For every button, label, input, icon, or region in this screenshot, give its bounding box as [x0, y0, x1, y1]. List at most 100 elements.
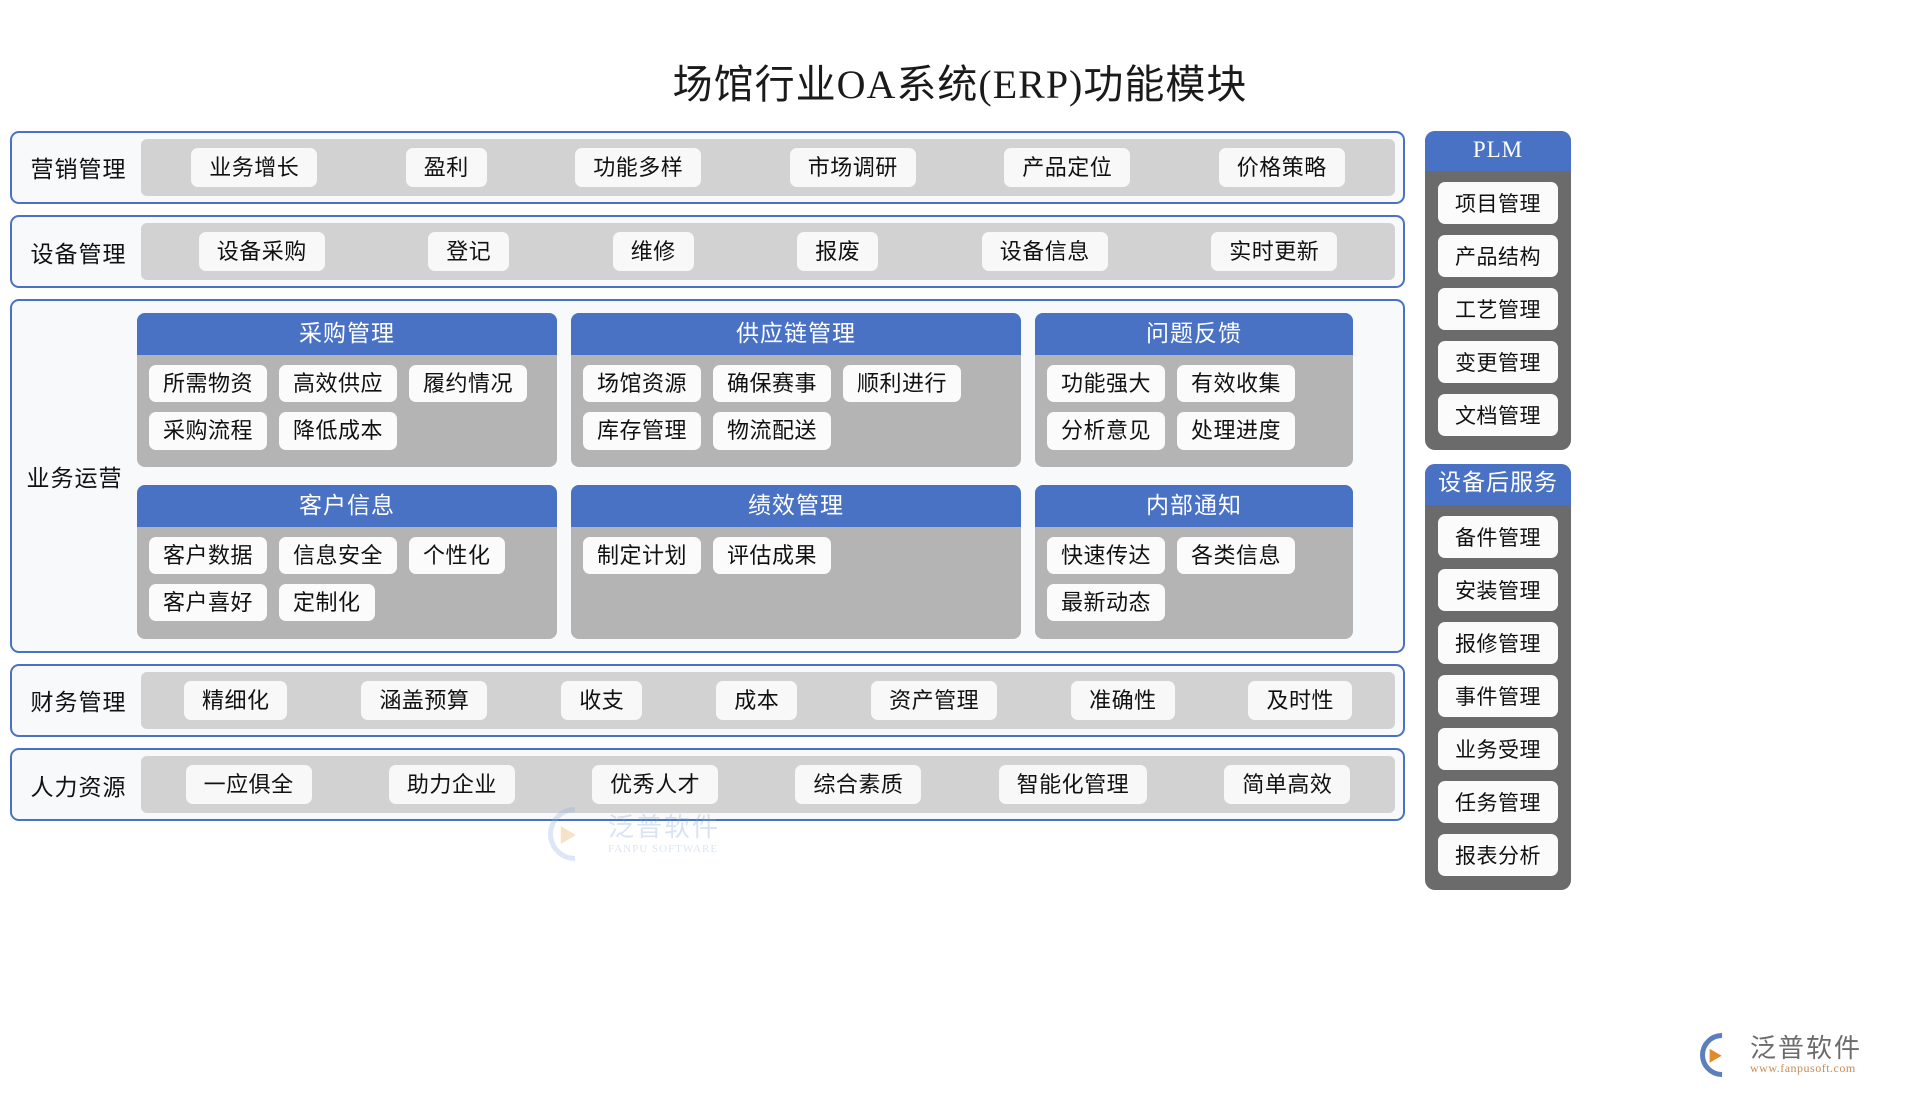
band-hr: 人力资源 一应俱全 助力企业 优秀人才 综合素质 智能化管理 简单高效: [10, 747, 1405, 822]
sidebar-item-plm[interactable]: 项目管理: [1438, 182, 1558, 225]
card-customer-info: 客户信息 客户数据 信息安全 个性化 客户喜好 定制化: [137, 484, 557, 639]
pill-item[interactable]: 最新动态: [1047, 583, 1166, 622]
pill-item[interactable]: 功能强大: [1047, 364, 1166, 403]
watermark-en: FANPU SOFTWARE: [608, 842, 719, 855]
pill-item[interactable]: 及时性: [1248, 680, 1352, 720]
pill-item[interactable]: 信息安全: [279, 536, 398, 574]
pill-item[interactable]: 综合素质: [795, 764, 922, 805]
pill-item[interactable]: 所需物资: [149, 364, 268, 403]
band-label-marketing: 营销管理: [30, 157, 127, 183]
pill-item[interactable]: 评估成果: [713, 536, 832, 574]
operations-row: 采购管理 所需物资 高效供应 履约情况 采购流程 降低成本 供应链管理 场馆资源: [137, 313, 1393, 467]
card-body: 制定计划 评估成果: [571, 527, 1021, 639]
pill-item[interactable]: 处理进度: [1177, 412, 1296, 450]
pill-item[interactable]: 客户喜好: [149, 583, 268, 622]
sidebar-item-after-sales[interactable]: 任务管理: [1438, 780, 1558, 823]
pill-item[interactable]: 确保赛事: [713, 364, 832, 403]
pill-item[interactable]: 智能化管理: [998, 764, 1148, 805]
pill-item[interactable]: 价格策略: [1218, 147, 1345, 188]
card-body: 功能强大 有效收集 分析意见 处理进度: [1035, 355, 1353, 467]
sidebar-item-plm[interactable]: 文档管理: [1438, 394, 1558, 437]
sidebar-item-after-sales[interactable]: 事件管理: [1438, 674, 1558, 717]
sidebar-item-after-sales[interactable]: 业务受理: [1438, 727, 1558, 770]
pill-item[interactable]: 定制化: [279, 583, 375, 622]
pill-item[interactable]: 功能多样: [575, 147, 702, 188]
card-title: 采购管理: [137, 313, 557, 355]
pill-item[interactable]: 业务增长: [191, 147, 318, 188]
pill-item[interactable]: 个性化: [409, 536, 505, 574]
pill-item[interactable]: 高效供应: [279, 364, 398, 403]
card-body: 所需物资 高效供应 履约情况 采购流程 降低成本: [137, 355, 557, 467]
band-strip-equipment: 设备采购 登记 维修 报废 设备信息 实时更新: [141, 223, 1395, 281]
sidebar-item-after-sales[interactable]: 备件管理: [1438, 515, 1558, 558]
pill-item[interactable]: 成本: [716, 680, 798, 720]
pill-item[interactable]: 市场调研: [789, 147, 916, 188]
card-internal-notice: 内部通知 快速传达 各类信息 最新动态: [1035, 484, 1353, 639]
brand-logo-icon: [1690, 1023, 1754, 1086]
pill-item[interactable]: 设备信息: [981, 232, 1108, 272]
right-column: PLM 项目管理 产品结构 工艺管理 变更管理 文档管理 设备后服务 备件管理 …: [1425, 130, 1571, 890]
card-body: 客户数据 信息安全 个性化 客户喜好 定制化: [137, 527, 557, 639]
pill-item[interactable]: 涵盖预算: [361, 680, 488, 720]
card-procurement: 采购管理 所需物资 高效供应 履约情况 采购流程 降低成本: [137, 313, 557, 467]
sidebar-plm: PLM 项目管理 产品结构 工艺管理 变更管理 文档管理: [1425, 130, 1571, 451]
sidebar-item-after-sales[interactable]: 报修管理: [1438, 621, 1558, 664]
pill-item[interactable]: 履约情况: [409, 364, 528, 403]
card-title: 问题反馈: [1035, 313, 1353, 355]
pill-item[interactable]: 各类信息: [1177, 536, 1296, 574]
pill-item[interactable]: 分析意见: [1047, 412, 1166, 450]
pill-item[interactable]: 一应俱全: [185, 764, 312, 805]
card-body: 场馆资源 确保赛事 顺利进行 库存管理 物流配送: [571, 355, 1021, 467]
card-title: 内部通知: [1035, 484, 1353, 527]
band-marketing: 营销管理 业务增长 盈利 功能多样 市场调研 产品定位 价格策略: [10, 130, 1405, 205]
pill-item[interactable]: 准确性: [1071, 680, 1175, 720]
brand-logo: 泛普软件 www.fanpusoft.com: [1690, 1023, 1862, 1086]
pill-item[interactable]: 制定计划: [583, 536, 702, 574]
pill-item[interactable]: 收支: [561, 680, 643, 720]
sidebar-title-after-sales: 设备后服务: [1425, 464, 1571, 505]
pill-item[interactable]: 物流配送: [713, 412, 832, 450]
sidebar-item-plm[interactable]: 产品结构: [1438, 235, 1558, 278]
pill-item[interactable]: 客户数据: [149, 536, 268, 574]
band-label-finance: 财务管理: [30, 690, 127, 716]
pill-item[interactable]: 资产管理: [871, 680, 998, 720]
pill-item[interactable]: 有效收集: [1177, 364, 1296, 403]
band-equipment: 设备管理 设备采购 登记 维修 报废 设备信息 实时更新: [10, 215, 1405, 289]
pill-item[interactable]: 实时更新: [1211, 232, 1338, 272]
pill-item[interactable]: 设备采购: [198, 232, 325, 272]
sidebar-item-plm[interactable]: 变更管理: [1438, 341, 1558, 384]
pill-item[interactable]: 助力企业: [388, 764, 515, 805]
pill-item[interactable]: 报废: [797, 232, 879, 272]
brand-logo-text: 泛普软件 www.fanpusoft.com: [1750, 1035, 1862, 1075]
pill-item[interactable]: 产品定位: [1004, 147, 1131, 188]
sidebar-title-plm: PLM: [1425, 130, 1571, 172]
sidebar-item-plm[interactable]: 工艺管理: [1438, 288, 1558, 331]
pill-item[interactable]: 简单高效: [1224, 764, 1351, 805]
pill-item[interactable]: 登记: [428, 232, 510, 272]
pill-item[interactable]: 顺利进行: [843, 364, 962, 403]
card-issue-feedback: 问题反馈 功能强大 有效收集 分析意见 处理进度: [1035, 313, 1353, 467]
pill-item[interactable]: 精细化: [183, 680, 288, 720]
brand-url: www.fanpusoft.com: [1750, 1061, 1856, 1076]
pill-item[interactable]: 快速传达: [1047, 536, 1166, 574]
sidebar-item-after-sales[interactable]: 安装管理: [1438, 568, 1558, 611]
sidebar-after-sales: 设备后服务 备件管理 安装管理 报修管理 事件管理 业务受理 任务管理 报表分析: [1425, 464, 1571, 890]
band-label-equipment: 设备管理: [30, 241, 127, 267]
section-label-business-operations: 业务运营: [26, 465, 123, 491]
pill-item[interactable]: 采购流程: [149, 412, 268, 450]
operations-row: 客户信息 客户数据 信息安全 个性化 客户喜好 定制化 绩效管理 制定计划: [137, 484, 1393, 639]
pill-item[interactable]: 降低成本: [279, 412, 398, 450]
card-title: 客户信息: [137, 484, 557, 527]
pill-item[interactable]: 场馆资源: [583, 364, 702, 403]
pill-item[interactable]: 维修: [612, 232, 694, 272]
operations-grid: 采购管理 所需物资 高效供应 履约情况 采购流程 降低成本 供应链管理 场馆资源: [137, 313, 1393, 639]
band-strip-finance: 精细化 涵盖预算 收支 成本 资产管理 准确性 及时性: [141, 671, 1395, 729]
card-performance: 绩效管理 制定计划 评估成果: [571, 484, 1021, 639]
left-column: 营销管理 业务增长 盈利 功能多样 市场调研 产品定位 价格策略 设备管理 设备…: [10, 130, 1405, 873]
pill-item[interactable]: 库存管理: [583, 412, 702, 450]
brand-name: 泛普软件: [1750, 1033, 1863, 1063]
pill-item[interactable]: 优秀人才: [592, 764, 719, 805]
sidebar-item-after-sales[interactable]: 报表分析: [1438, 833, 1558, 876]
band-finance: 财务管理 精细化 涵盖预算 收支 成本 资产管理 准确性 及时性: [10, 663, 1405, 737]
pill-item[interactable]: 盈利: [405, 147, 487, 188]
